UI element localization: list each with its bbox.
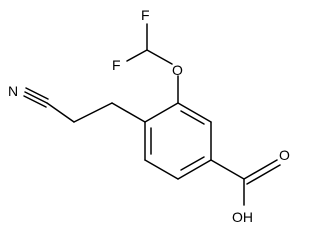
- nitrile-bond-3: [23, 95, 47, 108]
- fluorine-left-label: F: [112, 57, 121, 73]
- atom-labels: F F O N O OH: [8, 7, 290, 225]
- nitrile-bond-1: [24, 91, 48, 104]
- ring-bond-3: [177, 159, 212, 180]
- chemical-structure: F F O N O OH: [8, 7, 290, 225]
- ring-double-bond-1: [180, 110, 205, 125]
- ring-bond-1: [177, 102, 212, 123]
- oxygen-carbonyl-label: O: [279, 147, 290, 163]
- oxygen-ether-label: O: [172, 62, 183, 78]
- nitrile-bond-2: [25, 87, 49, 100]
- ring-double-bond-2: [180, 156, 205, 171]
- bond-chf2-f-left: [126, 49, 148, 62]
- hydroxyl-label: OH: [232, 209, 253, 225]
- fluorine-top-label: F: [141, 7, 150, 23]
- bond-chf2-oxygen: [146, 49, 173, 65]
- bond-carboxyl-carbonyl-1: [243, 159, 278, 180]
- bonds: [23, 23, 281, 206]
- bond-ring-ch2: [111, 102, 146, 123]
- ring-bond-4: [144, 159, 179, 180]
- bond-ring-carboxyl: [210, 159, 245, 180]
- ring-bond-6: [144, 102, 179, 123]
- bond-ch2-ch2: [73, 102, 113, 123]
- bond-ch2-cn-carbon: [46, 102, 75, 123]
- bond-carboxyl-carbonyl-2: [246, 164, 281, 185]
- nitrogen-label: N: [8, 83, 18, 99]
